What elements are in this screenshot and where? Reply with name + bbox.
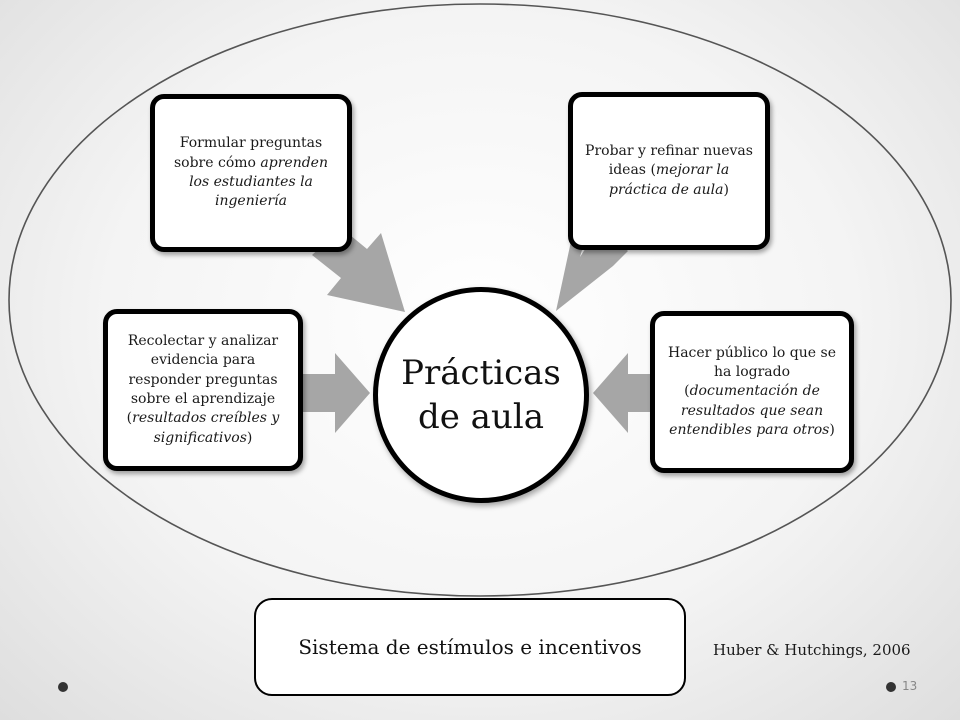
box-hacer-text: Hacer público lo que se ha logrado (: [668, 344, 836, 400]
box-hacer-close: ): [829, 421, 835, 438]
box-probar-close: ): [723, 181, 729, 198]
box-probar-refinar: Probar y refinar nuevas ideas (mejorar l…: [568, 92, 770, 250]
box-formular-italic: aprenden los estudiantes la ingeniería: [189, 154, 328, 210]
box-probar-text: Probar y refinar nuevas ideas (: [585, 143, 753, 179]
citation: Huber & Hutchings, 2006: [713, 641, 911, 659]
system-ellipse: [8, 3, 952, 597]
arrow-left: [298, 353, 370, 433]
page-number: 13: [902, 679, 918, 693]
box-recolectar-italic: resultados creíbles y significativos: [132, 410, 280, 446]
box-recolectar-text: Recolectar y analizar evidencia para res…: [126, 333, 279, 427]
right-dot: [886, 682, 896, 692]
box-hacer-publico: Hacer público lo que se ha logrado (docu…: [650, 311, 854, 473]
box-formular-text: Formular preguntas sobre cómo: [173, 135, 323, 171]
box-recolectar-evidencia: Recolectar y analizar evidencia para res…: [103, 309, 303, 471]
incentive-system-box: Sistema de estímulos e incentivos: [254, 598, 686, 696]
center-circle: Prácticas de aula: [373, 287, 589, 503]
center-line-1: Prácticas: [401, 352, 561, 393]
arrow-right: [593, 353, 658, 433]
left-dot: [58, 682, 68, 692]
box-probar-italic: mejorar la práctica de aula: [609, 162, 730, 198]
box-hacer-italic: documentación de resultados que sean ent…: [669, 383, 830, 438]
box-recolectar-close: ): [246, 429, 253, 446]
box-formular-preguntas: Formular preguntas sobre cómo aprenden l…: [150, 94, 352, 252]
incentive-system-label: Sistema de estímulos e incentivos: [298, 635, 642, 659]
center-line-2: de aula: [417, 397, 544, 437]
